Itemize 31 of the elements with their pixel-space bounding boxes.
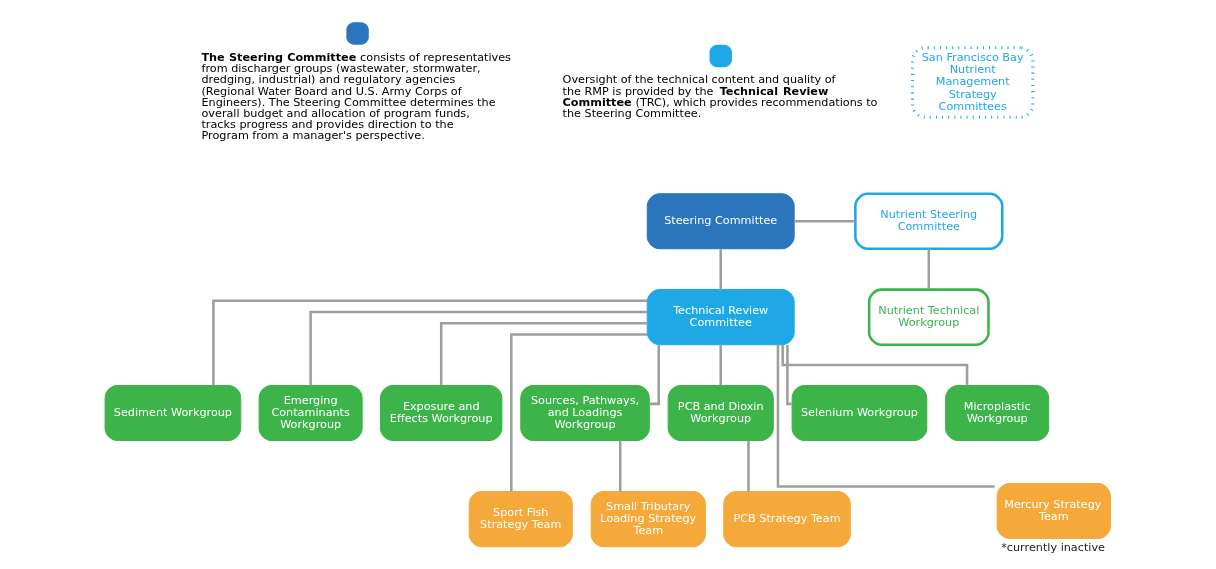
node-box: Steering Committee bbox=[646, 193, 795, 250]
connector bbox=[718, 344, 722, 386]
connector bbox=[927, 249, 930, 290]
connector bbox=[648, 345, 660, 406]
node-box: Selenium Workgroup bbox=[791, 385, 927, 442]
node-box: Exposure and Effects Workgroup bbox=[379, 385, 502, 442]
node-box: San Francisco Bay Nutrient Management Strategy Committees bbox=[910, 46, 1034, 119]
node-box: Nutrient Steering Committee bbox=[853, 192, 1004, 251]
connector bbox=[439, 322, 647, 386]
node-box: Small Tributary Loading Strategy Team bbox=[590, 491, 706, 548]
connector bbox=[793, 219, 855, 223]
node-box: Technical Review Committee bbox=[646, 289, 795, 346]
connector bbox=[746, 440, 750, 492]
node-box: Sources, Pathways, and Loadings Workgroup bbox=[519, 385, 650, 442]
legend-label: The Steering Committee consists of representatives from discharger groups (wastewater, stormwater, dredging, industrial) and regulatory agencies (Regional Water Board and U.S. Army Corps of Engineers). The Steering Committee determines the overall budget and allocation of program funds, tracks progress and provides direction to the Program from a manager's perspective. bbox=[200, 50, 511, 143]
node-label: *currently inactive bbox=[1000, 540, 1105, 554]
node-box: Nutrient Technical Workgroup bbox=[867, 288, 990, 346]
node-box: Microplastic Workgroup bbox=[944, 385, 1049, 442]
legend-label: Oversight of the technical content and quality of the RMP is provided by the Technical Review Committee (TRC), which provides recommendations to the Steering Committee. bbox=[562, 73, 877, 120]
connector bbox=[718, 249, 722, 290]
node-box: PCB Strategy Team bbox=[722, 491, 851, 548]
connector bbox=[618, 440, 621, 492]
connector bbox=[776, 344, 995, 488]
connector bbox=[308, 310, 647, 386]
connector bbox=[785, 345, 792, 406]
node-box: PCB and Dioxin Workgroup bbox=[667, 385, 774, 442]
node-box: Sediment Workgroup bbox=[104, 385, 241, 442]
connector bbox=[509, 333, 647, 492]
node-box: Emerging Contaminants Workgroup bbox=[258, 385, 363, 442]
node-box: Sport Fish Strategy Team bbox=[468, 491, 573, 548]
connector bbox=[211, 299, 647, 386]
